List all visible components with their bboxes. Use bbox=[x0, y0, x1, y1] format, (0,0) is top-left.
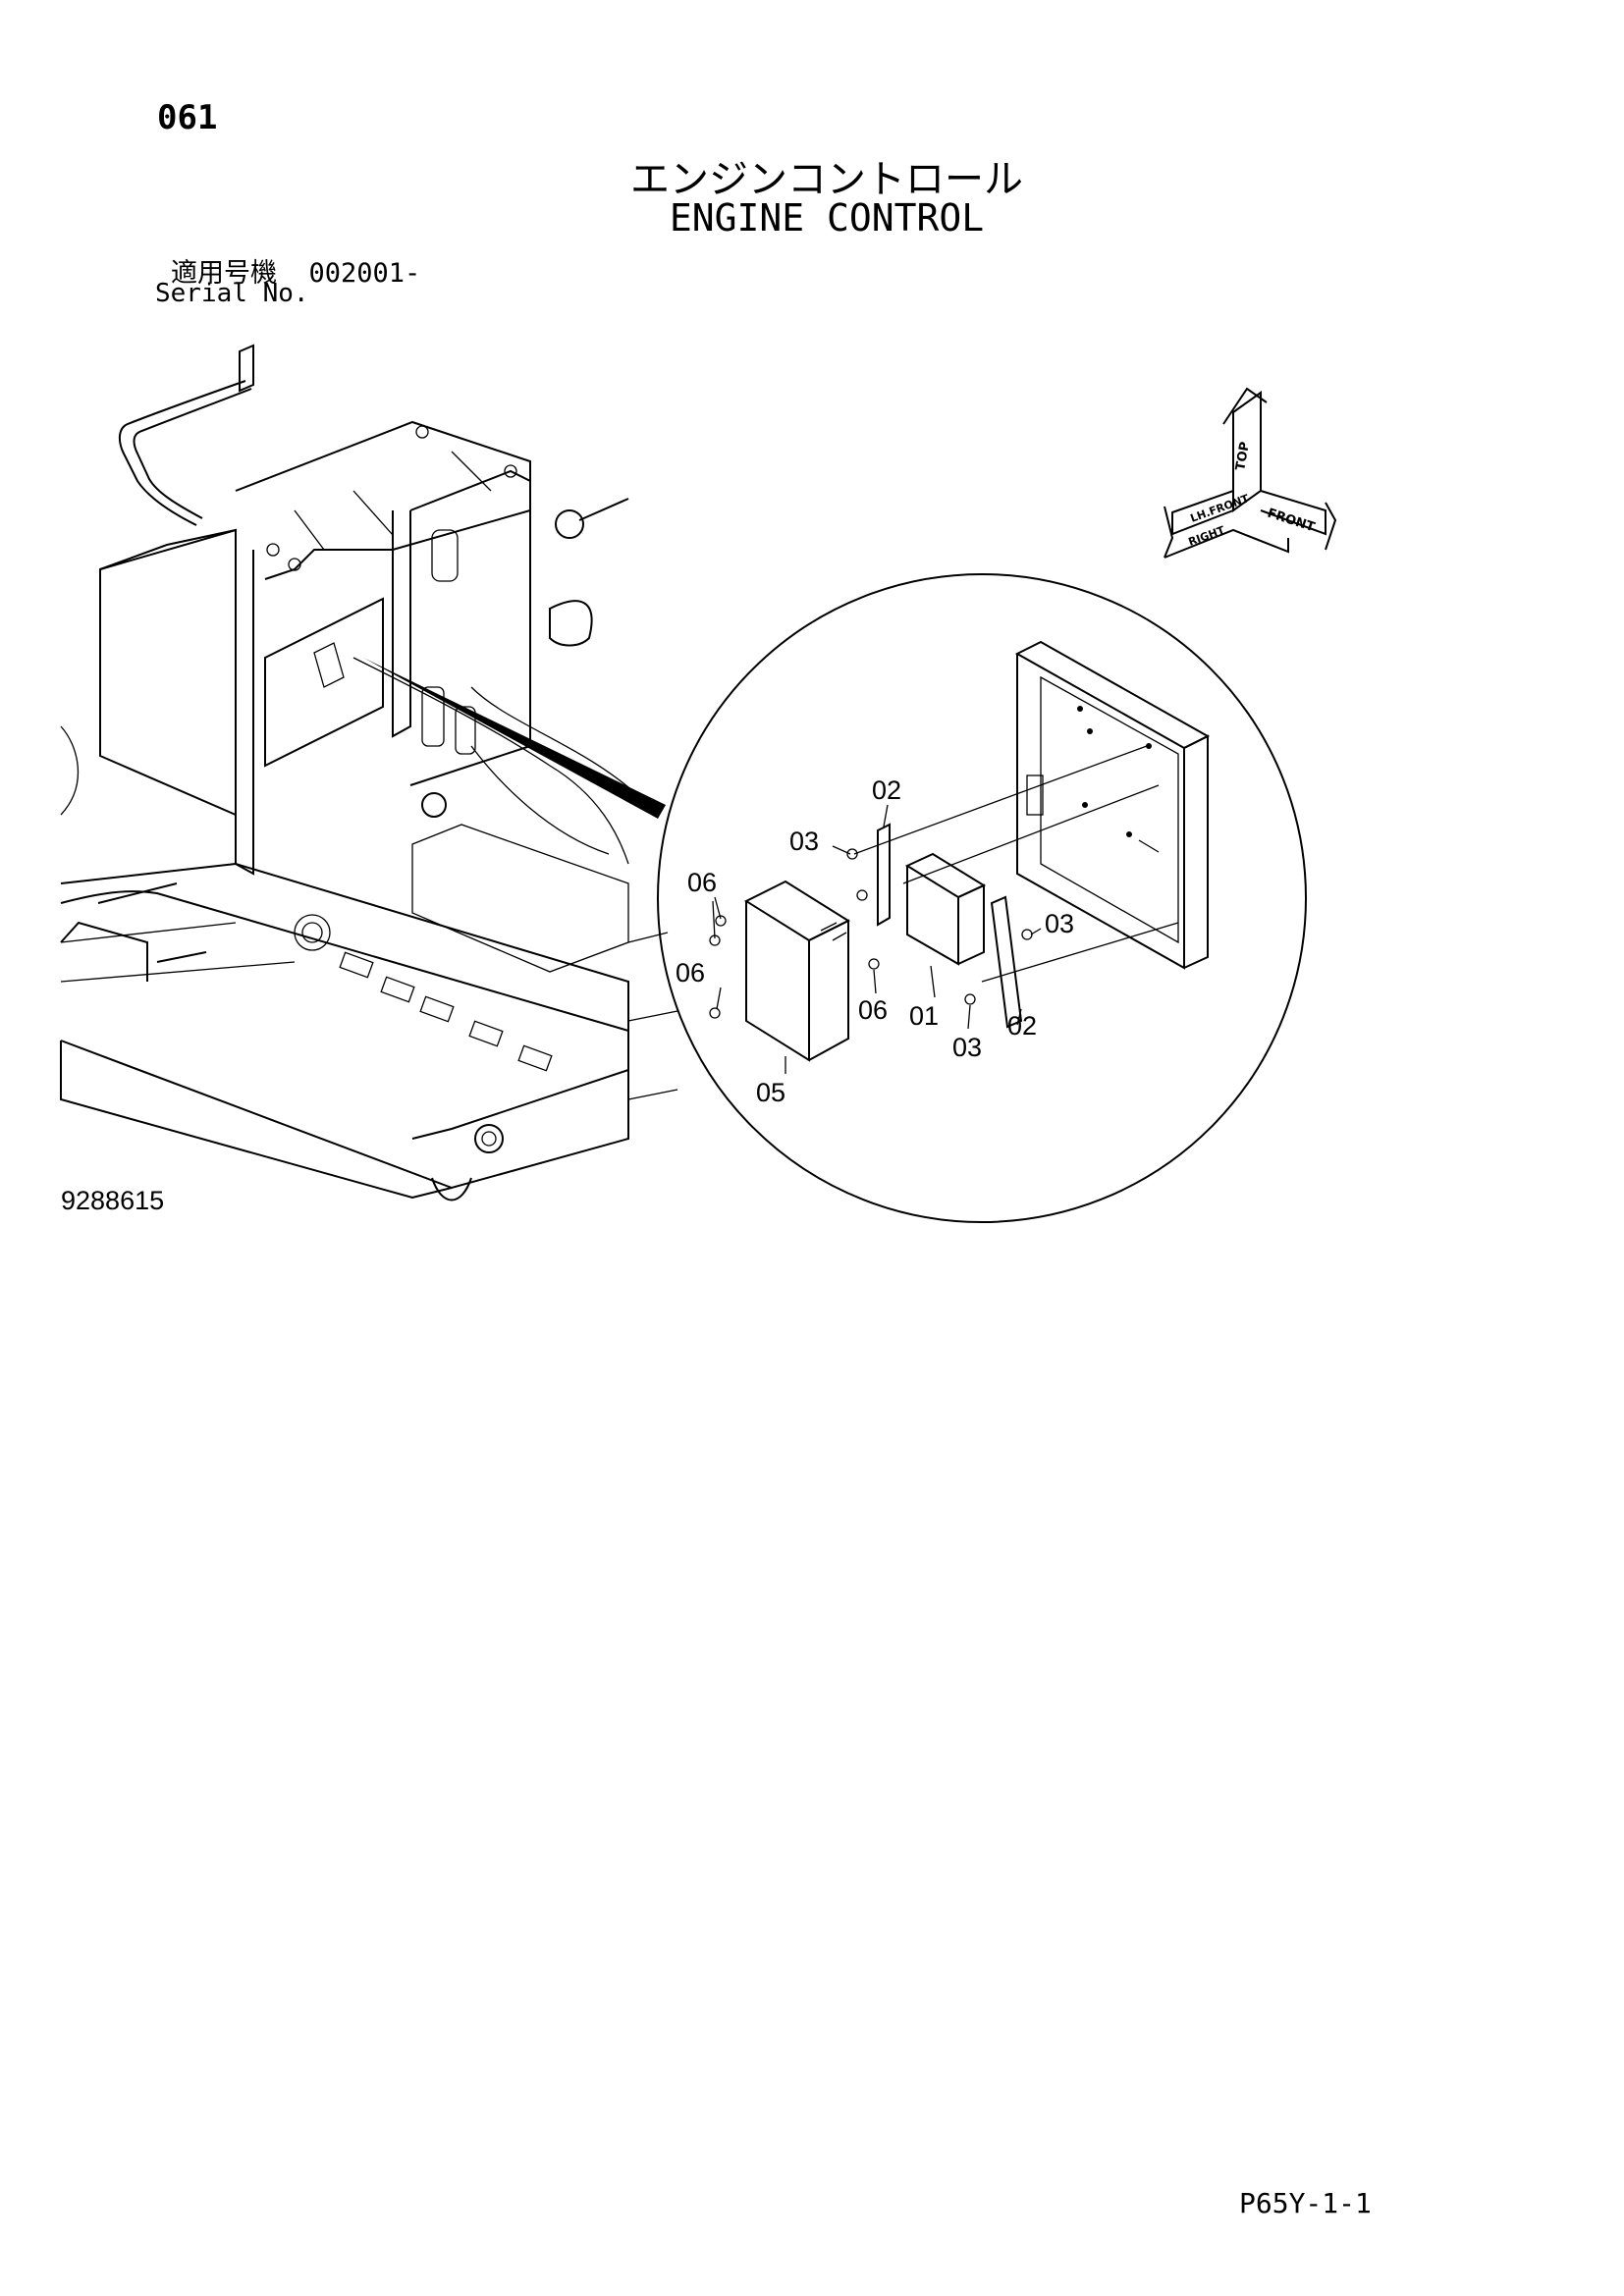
drawing-number: 9288615 bbox=[61, 1186, 165, 1215]
bracket-lower bbox=[990, 895, 1023, 1029]
machine-frame-drawing bbox=[60, 344, 678, 1201]
detail-view-circle: 02 03 06 03 06 06 01 03 02 05 bbox=[657, 573, 1307, 1223]
serial-range: 適用号機 002001- bbox=[171, 251, 420, 290]
page-title-japanese: エンジンコントロール bbox=[630, 157, 1023, 202]
callout-03-lower: 03 bbox=[952, 1033, 982, 1062]
ecu-cover bbox=[743, 880, 851, 942]
page-reference: P65Y-1-1 bbox=[1239, 2187, 1372, 2219]
bracket-upper bbox=[877, 823, 891, 927]
direction-front-label: FRONT bbox=[1266, 507, 1317, 536]
direction-indicator: TOP LH.FRONT FRONT RIGHT bbox=[1164, 387, 1337, 559]
serial-value: 002001- bbox=[308, 258, 421, 289]
mounting-tab bbox=[1026, 774, 1044, 816]
callout-05-cover: 05 bbox=[756, 1078, 785, 1107]
direction-top-label: TOP bbox=[1233, 441, 1253, 472]
screw-bolts bbox=[709, 848, 1033, 1019]
callout-02-lower: 02 bbox=[1007, 1011, 1037, 1041]
callout-06-lower: 06 bbox=[676, 958, 705, 988]
callout-01-ecu: 01 bbox=[909, 1001, 939, 1031]
callout-06-middle: 06 bbox=[858, 995, 888, 1025]
callout-06-upper: 06 bbox=[687, 868, 717, 897]
serial-label-japanese: 適用号機 bbox=[171, 258, 277, 289]
callout-03-upper-left: 03 bbox=[789, 827, 819, 856]
callout-labels: 02 03 06 03 06 06 01 03 02 05 bbox=[676, 775, 1074, 1107]
page-title-english: ENGINE CONTROL bbox=[669, 196, 985, 240]
serial-label-english: Serial No. bbox=[155, 279, 309, 308]
page-code: 061 bbox=[157, 98, 218, 137]
direction-right-label: RIGHT bbox=[1187, 523, 1227, 548]
direction-lh-front-label: LH.FRONT bbox=[1189, 492, 1252, 525]
callout-03-right: 03 bbox=[1045, 909, 1074, 938]
detail-leader bbox=[363, 658, 666, 819]
callout-02-upper: 02 bbox=[872, 775, 901, 805]
callout-leaders bbox=[712, 804, 1042, 1074]
